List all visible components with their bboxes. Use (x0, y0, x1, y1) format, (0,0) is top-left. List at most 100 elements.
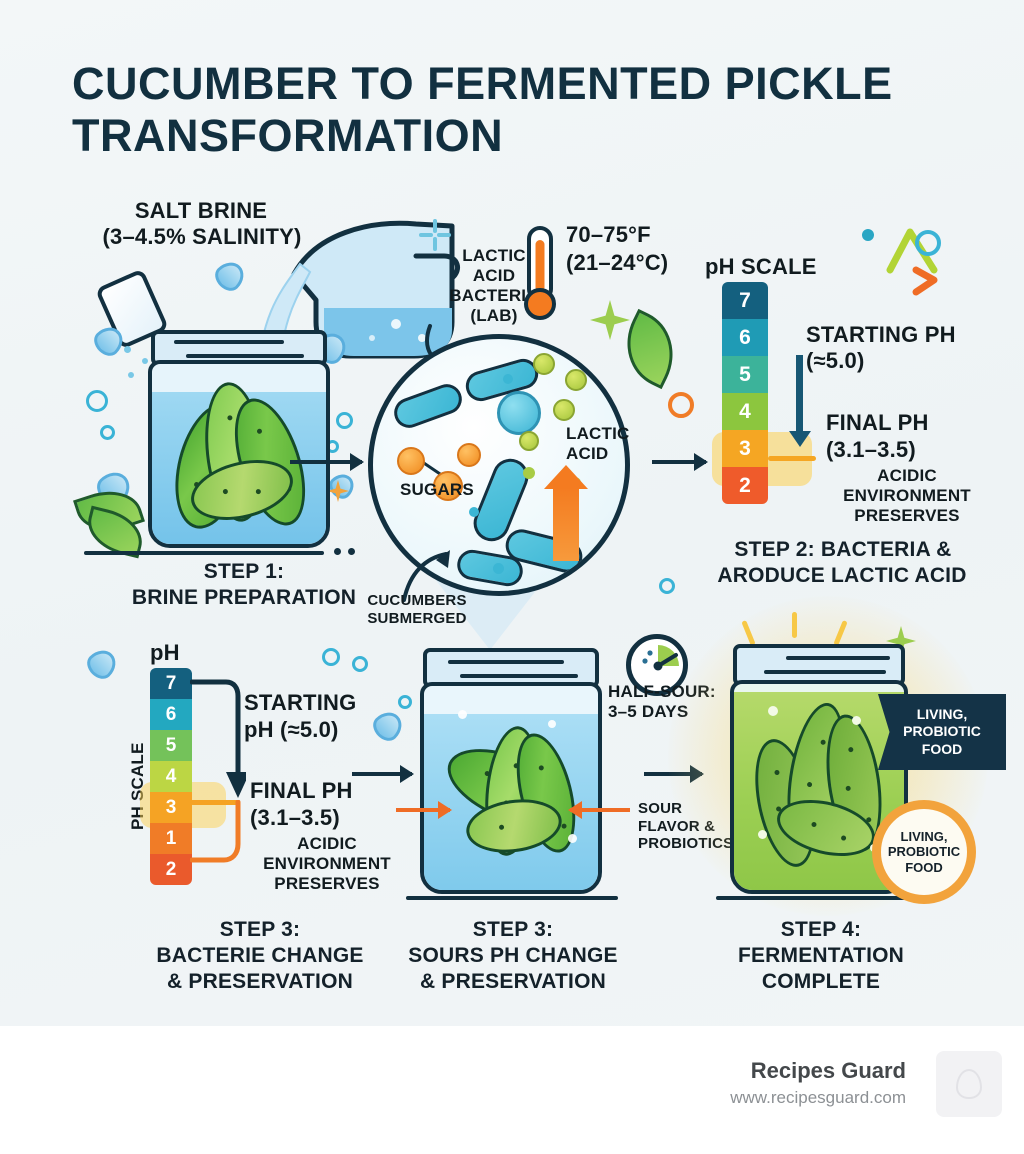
sugar-molecule (397, 447, 425, 475)
brand-logo-icon (956, 1069, 982, 1099)
starting-ph-label-top: STARTING pH (806, 322, 956, 347)
deco-ring-small-3 (352, 656, 368, 672)
starting-ph-value-bottom: pH (≈5.0) (244, 717, 339, 742)
arrow-step1-to-step2 (290, 460, 362, 464)
step3b-caption-line1: STEP 3: (472, 918, 554, 941)
sparkle-cross-icon (419, 219, 451, 251)
final-ph-label-top: FINAL pH (826, 410, 929, 435)
lab-label: LACTIC ACID BACTERIA (LAB) (449, 246, 539, 326)
step1-caption-line1: STEP 1: (203, 560, 285, 583)
salt-brine-label: SALT BRINE (134, 198, 268, 223)
submerged-arrow-icon (402, 550, 450, 602)
ph-note-bottom: ACIDIC ENVIRONMENT PRESERVES (263, 834, 391, 894)
step3b-caption-line3: & PRESERVATION (420, 970, 606, 993)
ph-cell: 3 (150, 792, 192, 823)
starting-ph-value-top: (≈5.0) (806, 348, 865, 373)
ph-cell: 6 (722, 319, 768, 356)
sparkle-icon-green (590, 300, 630, 340)
deco-ring-teal (915, 230, 941, 256)
lactic-molecule (565, 369, 587, 391)
page-title: CUCUMBER TO FERMENTED PICKLE TRANSFORMAT… (72, 58, 893, 162)
shelf-line-2 (406, 896, 618, 900)
deco-ring-bubble (100, 425, 115, 440)
deco-dot-teal (862, 229, 874, 241)
lactic-molecule (553, 399, 575, 421)
lactic-molecule (533, 353, 555, 375)
poster-area: CUCUMBER TO FERMENTED PICKLE TRANSFORMAT… (0, 0, 1024, 1026)
ph-cell: 4 (150, 761, 192, 792)
final-ph-value-bottom: (3.1–3.5) (250, 805, 340, 830)
starting-ph-label-bottom: STARTING (244, 690, 357, 715)
sugar-molecule (433, 471, 463, 501)
sugar-molecule (457, 443, 481, 467)
living-probiotic-ribbon: LIVING, PROBIOTIC FOOD (878, 694, 1006, 770)
brand-url: www.recipesguard.com (730, 1088, 906, 1107)
step2-caption-line1: STEP 2: BACTERIA & (734, 538, 952, 561)
deco-ring-bubble (336, 412, 353, 429)
salt-brine-sublabel: (3–4.5% SALINITY) (102, 224, 302, 249)
ph-cell: 6 (150, 699, 192, 730)
step4-caption-line2: FERMENTATION (737, 944, 905, 967)
footer-band (0, 1026, 1024, 1154)
shelf-dot (334, 548, 341, 555)
brand-logo-box (936, 1051, 1002, 1117)
arrow-sour-right (570, 808, 630, 812)
lactic-acid-arrow (553, 487, 579, 561)
ph-cell: 5 (722, 356, 768, 393)
step3a-caption-line3: & PRESERVATION (167, 970, 353, 993)
ph-cell: 5 (150, 730, 192, 761)
cucumbers-submerged-note: CUCUMBERS SUBMERGED (367, 592, 467, 627)
step4-caption-line3: COMPLETE (761, 970, 881, 993)
ph-cell: 7 (722, 282, 768, 319)
deco-ring-small-2 (322, 648, 340, 666)
step4-caption-line1: STEP 4: (780, 918, 862, 941)
arrow-step3a-to-step3b (352, 772, 412, 776)
fermentation-magnifier (368, 334, 630, 596)
ph-drop-arrow-top (796, 355, 803, 433)
bacteria-sphere (497, 391, 541, 435)
thermometer-bulb (524, 288, 556, 320)
ph-cell: 2 (150, 854, 192, 885)
temperature-c: (21–24°C) (566, 250, 669, 275)
step1-caption-line2: BRINE PREPARATION (131, 586, 357, 609)
shelf-line-3 (716, 896, 928, 900)
ph-note-top: ACIDIC ENVIRONMENT PRESERVES (843, 466, 971, 526)
sugars-label: SUGARS (400, 480, 474, 499)
lactic-molecule (519, 431, 539, 451)
deco-chevron-lime-icon (886, 228, 938, 274)
ph-scale-heading-top: pH SCALE (705, 254, 817, 279)
lactic-acid-label: LACTIC ACID (566, 424, 630, 464)
ph-scale-top: 7 6 5 4 3 2 (722, 282, 768, 504)
bacteria-rod (389, 379, 467, 433)
arrow-sour-left (396, 808, 450, 812)
half-sour-line2: 3–5 DAYS (608, 702, 689, 721)
water-drop-icon (82, 644, 122, 684)
water-drop-icon (325, 469, 359, 503)
deco-ring-small-4 (398, 695, 412, 709)
deco-chevron-orange-icon (912, 266, 938, 296)
arrow-step2-to-ph (652, 460, 706, 464)
step2-caption-line2: ARODUCE LACTIC ACID (717, 564, 967, 587)
shelf-line-1 (84, 551, 324, 555)
deco-ring-bubble (86, 390, 108, 412)
ph-cell: 2 (722, 467, 768, 504)
ph-heading-bottom: pH (150, 640, 180, 665)
ph-cell: 4 (722, 393, 768, 430)
brand-name: Recipes Guard (750, 1058, 906, 1083)
deco-ring-orange (668, 392, 694, 418)
ph-pointer-line-top (768, 456, 816, 461)
jar-step1 (148, 330, 330, 548)
ph-cell: 7 (150, 668, 192, 699)
ph-cell: 1 (150, 823, 192, 854)
step3b-caption-line2: SOURS pH CHANGE (408, 944, 618, 967)
final-ph-bracket (190, 800, 241, 863)
ph-cell: 3 (722, 430, 768, 467)
final-ph-value-top: (3.1–3.5) (826, 437, 916, 462)
final-ph-label-bottom: FINAL pH (250, 778, 353, 803)
starting-ph-bracket (190, 679, 246, 798)
deco-ring-small-1 (659, 578, 675, 594)
seal-text: LIVING, PROBIOTIC FOOD (881, 809, 967, 895)
step3a-caption-line2: BACTERIE CHANGE (156, 944, 364, 967)
brand-block: Recipes Guard www.recipesguard.com (730, 1058, 906, 1108)
